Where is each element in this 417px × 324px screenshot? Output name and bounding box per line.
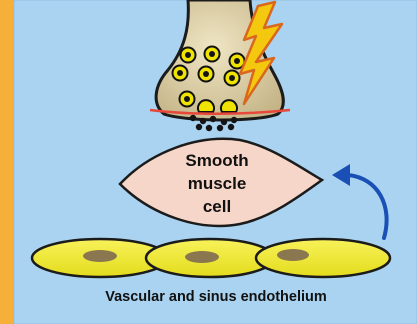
fusing-vesicle [221, 100, 237, 112]
fusing-vesicle [198, 100, 214, 112]
nucleus [83, 250, 117, 262]
cell-label-line-1: Smooth [185, 151, 248, 170]
nucleus [277, 249, 309, 261]
cell-label-line-3: cell [203, 197, 231, 216]
endothelium [32, 239, 390, 277]
endothelium-label: Vascular and sinus endothelium [105, 289, 327, 305]
cell-label-line-2: muscle [188, 174, 247, 193]
endothelial-cell [256, 239, 390, 277]
nucleus [185, 251, 219, 263]
